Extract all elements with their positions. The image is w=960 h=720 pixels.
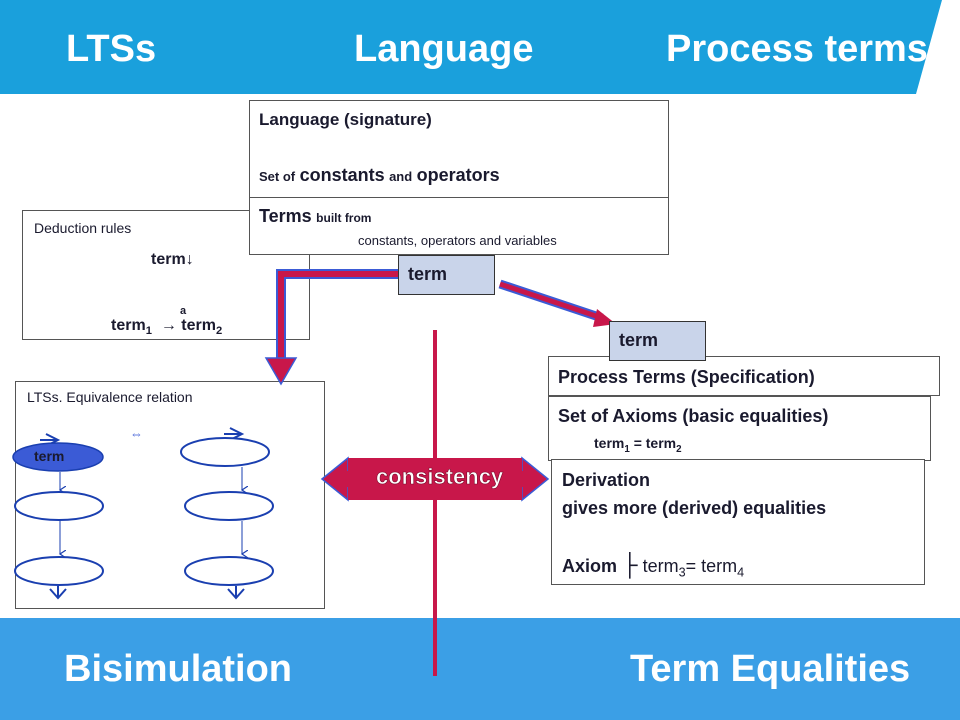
- lts-right-graph: [180, 427, 274, 600]
- axioms-box: Set of Axioms (basic equalities) term1 =…: [548, 396, 931, 461]
- term-chip-language: term: [398, 255, 495, 295]
- term-down-text: term: [151, 251, 186, 268]
- axiom-term1: term: [594, 435, 625, 451]
- lts-right-state-2: [184, 491, 274, 521]
- lts-title: LTSs. Equivalence relation: [27, 389, 193, 405]
- lts-left-state-3: [14, 556, 104, 586]
- transition-rule: term1 → term2: [111, 317, 222, 337]
- bisimilar-icon: ⇔: [130, 426, 143, 441]
- built-from-text: built from: [316, 211, 372, 225]
- term1-text: term: [111, 317, 146, 334]
- bottom-banner: [0, 618, 960, 720]
- derivation-box: Derivation gives more (derived) equaliti…: [551, 459, 925, 585]
- set-of-text: Set of: [259, 169, 296, 184]
- process-terms-box: Process Terms (Specification): [548, 356, 940, 396]
- process-terms-title: Process Terms (Specification): [558, 367, 815, 387]
- axiom-equation: term1 = term2: [594, 435, 682, 455]
- lts-left-state-2: [14, 491, 104, 521]
- operators-text: operators: [416, 165, 500, 185]
- axiom-eq-mid: = term: [629, 435, 677, 451]
- terms-detail: constants, operators and variables: [358, 233, 557, 248]
- lts-right-state-3: [184, 556, 274, 586]
- language-set-line: Set of constants and operators: [259, 165, 500, 186]
- derivation-axiom-line: Axiom ├ term3= term4: [562, 552, 744, 580]
- derivation-desc: gives more (derived) equalities: [562, 498, 827, 518]
- turnstile-icon: ├: [622, 552, 638, 577]
- header-ltss: LTSs: [66, 28, 157, 70]
- header-process-terms: Process terms: [666, 28, 928, 70]
- term-to-term-arrow: [498, 279, 616, 327]
- terms-text: Terms: [259, 206, 312, 226]
- lts-left-graph: [12, 433, 104, 600]
- language-title: Language (signature): [259, 110, 432, 129]
- term-to-lts-arrow: [264, 269, 398, 386]
- derived-sub4: 4: [737, 565, 745, 580]
- derived-sub3: 3: [678, 565, 686, 580]
- down-arrow-icon: ↓: [185, 251, 194, 268]
- terms-line: Terms built from: [259, 206, 371, 227]
- term-chip-process: term: [609, 321, 706, 361]
- term2-text: term: [181, 317, 216, 334]
- footer-term-equalities: Term Equalities: [630, 648, 911, 690]
- consistency-arrow: [320, 456, 550, 502]
- axiom-sub2: 2: [676, 443, 682, 455]
- footer-bisimulation: Bisimulation: [64, 648, 293, 690]
- transition-label-a: a: [180, 305, 187, 317]
- lts-right-state-1: [180, 437, 270, 467]
- lts-left-initial-state: [12, 442, 104, 472]
- derivation-title: Derivation: [562, 470, 651, 490]
- term1-sub: 1: [145, 325, 152, 338]
- term-termination: term↓: [151, 251, 194, 269]
- top-banner: [0, 0, 942, 94]
- language-box: Language (signature) Set of constants an…: [249, 100, 669, 198]
- deduction-rules-title: Deduction rules: [34, 220, 132, 236]
- lts-initial-state-label: term: [34, 448, 65, 464]
- axioms-title: Set of Axioms (basic equalities): [558, 406, 829, 426]
- derived-eq: = term: [685, 556, 738, 576]
- term2-sub: 2: [215, 325, 223, 338]
- axiom-word: Axiom: [562, 556, 618, 576]
- constants-text: constants: [299, 165, 385, 185]
- terms-box: Terms built from constants, operators an…: [249, 197, 669, 255]
- axiom-sub1: 1: [624, 443, 630, 455]
- derived-term3: term: [642, 556, 679, 576]
- header-language: Language: [354, 28, 534, 70]
- transition-arrow-icon: →: [160, 317, 177, 334]
- and-text: and: [389, 169, 413, 184]
- consistency-label: consistency: [376, 464, 504, 490]
